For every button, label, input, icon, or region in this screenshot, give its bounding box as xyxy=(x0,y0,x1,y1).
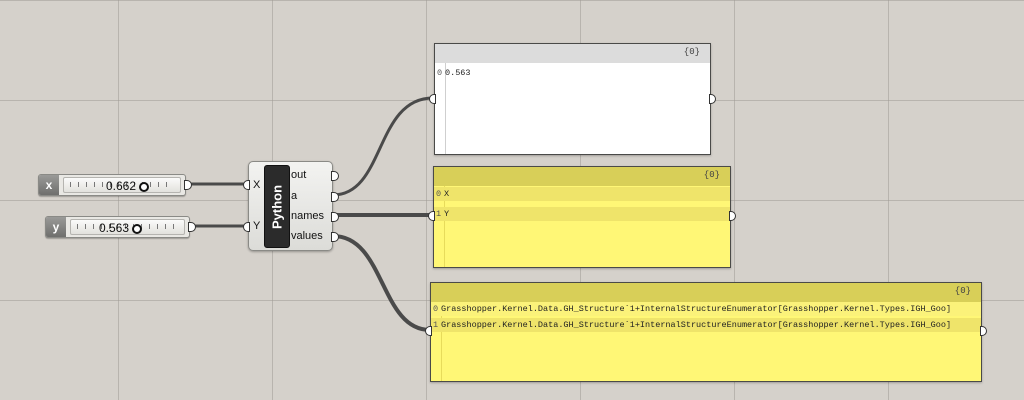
output-label-out: out xyxy=(291,169,307,181)
output-label-values: values xyxy=(291,230,323,242)
slider-value: 0.563 xyxy=(99,221,130,235)
input-label-x: X xyxy=(253,179,261,191)
panel-header: {0} xyxy=(435,44,710,63)
input-port-y[interactable] xyxy=(243,222,250,232)
output-port-values[interactable] xyxy=(331,232,339,242)
row-value: 0.563 xyxy=(445,68,471,78)
output-label-a: a xyxy=(291,190,298,202)
output-port-out[interactable] xyxy=(331,171,339,181)
panel-index-divider xyxy=(445,63,446,154)
python-component[interactable]: X Y Python out a names values xyxy=(243,161,339,251)
panel-output-port[interactable] xyxy=(980,326,987,336)
slider-knob[interactable] xyxy=(132,224,142,234)
row-value: X xyxy=(444,189,450,199)
panel-output-port[interactable] xyxy=(709,94,716,104)
output-label-names: names xyxy=(291,210,325,222)
panel-input-port[interactable] xyxy=(425,326,432,336)
row-value: Y xyxy=(444,209,450,219)
panel-path: {0} xyxy=(683,47,700,57)
panel-index-divider xyxy=(444,186,445,267)
row-value: Grasshopper.Kernel.Data.GH_Structure`1+I… xyxy=(441,304,952,314)
slider-value: 0.662 xyxy=(106,179,137,193)
number-slider-y[interactable]: y 0.563 xyxy=(45,216,196,238)
panel-output-port[interactable] xyxy=(729,211,736,221)
number-slider-x[interactable]: x 0.662 xyxy=(38,174,192,196)
row-index: 0 xyxy=(433,304,439,314)
input-label-y: Y xyxy=(253,220,261,232)
panel-path: {0} xyxy=(954,286,971,296)
slider-track[interactable]: 0.662 xyxy=(63,177,181,193)
panel-path: {0} xyxy=(703,170,720,180)
panel-input-port[interactable] xyxy=(429,94,436,104)
slider-ticks xyxy=(70,182,174,187)
slider-output-port[interactable] xyxy=(188,222,196,232)
slider-knob[interactable] xyxy=(139,182,149,192)
component-title: Python xyxy=(269,184,285,229)
row-value: Grasshopper.Kernel.Data.GH_Structure`1+I… xyxy=(441,320,952,330)
output-port-names[interactable] xyxy=(331,212,339,222)
row-index: 1 xyxy=(436,209,442,219)
output-port-a[interactable] xyxy=(331,192,339,202)
panel-input-port[interactable] xyxy=(428,211,435,221)
row-index: 0 xyxy=(437,68,443,78)
panel-header: {0} xyxy=(431,283,981,302)
component-name-bar: Python xyxy=(264,165,290,248)
panel-index-divider xyxy=(441,302,442,381)
row-index: 0 xyxy=(436,189,442,199)
slider-output-port[interactable] xyxy=(184,180,192,190)
slider-name: y xyxy=(46,217,66,237)
slider-track[interactable]: 0.563 xyxy=(70,219,185,235)
input-port-x[interactable] xyxy=(243,180,250,190)
slider-name: x xyxy=(39,175,59,195)
slider-ticks xyxy=(77,224,178,229)
panel-header: {0} xyxy=(434,167,730,186)
row-index: 1 xyxy=(433,320,439,330)
